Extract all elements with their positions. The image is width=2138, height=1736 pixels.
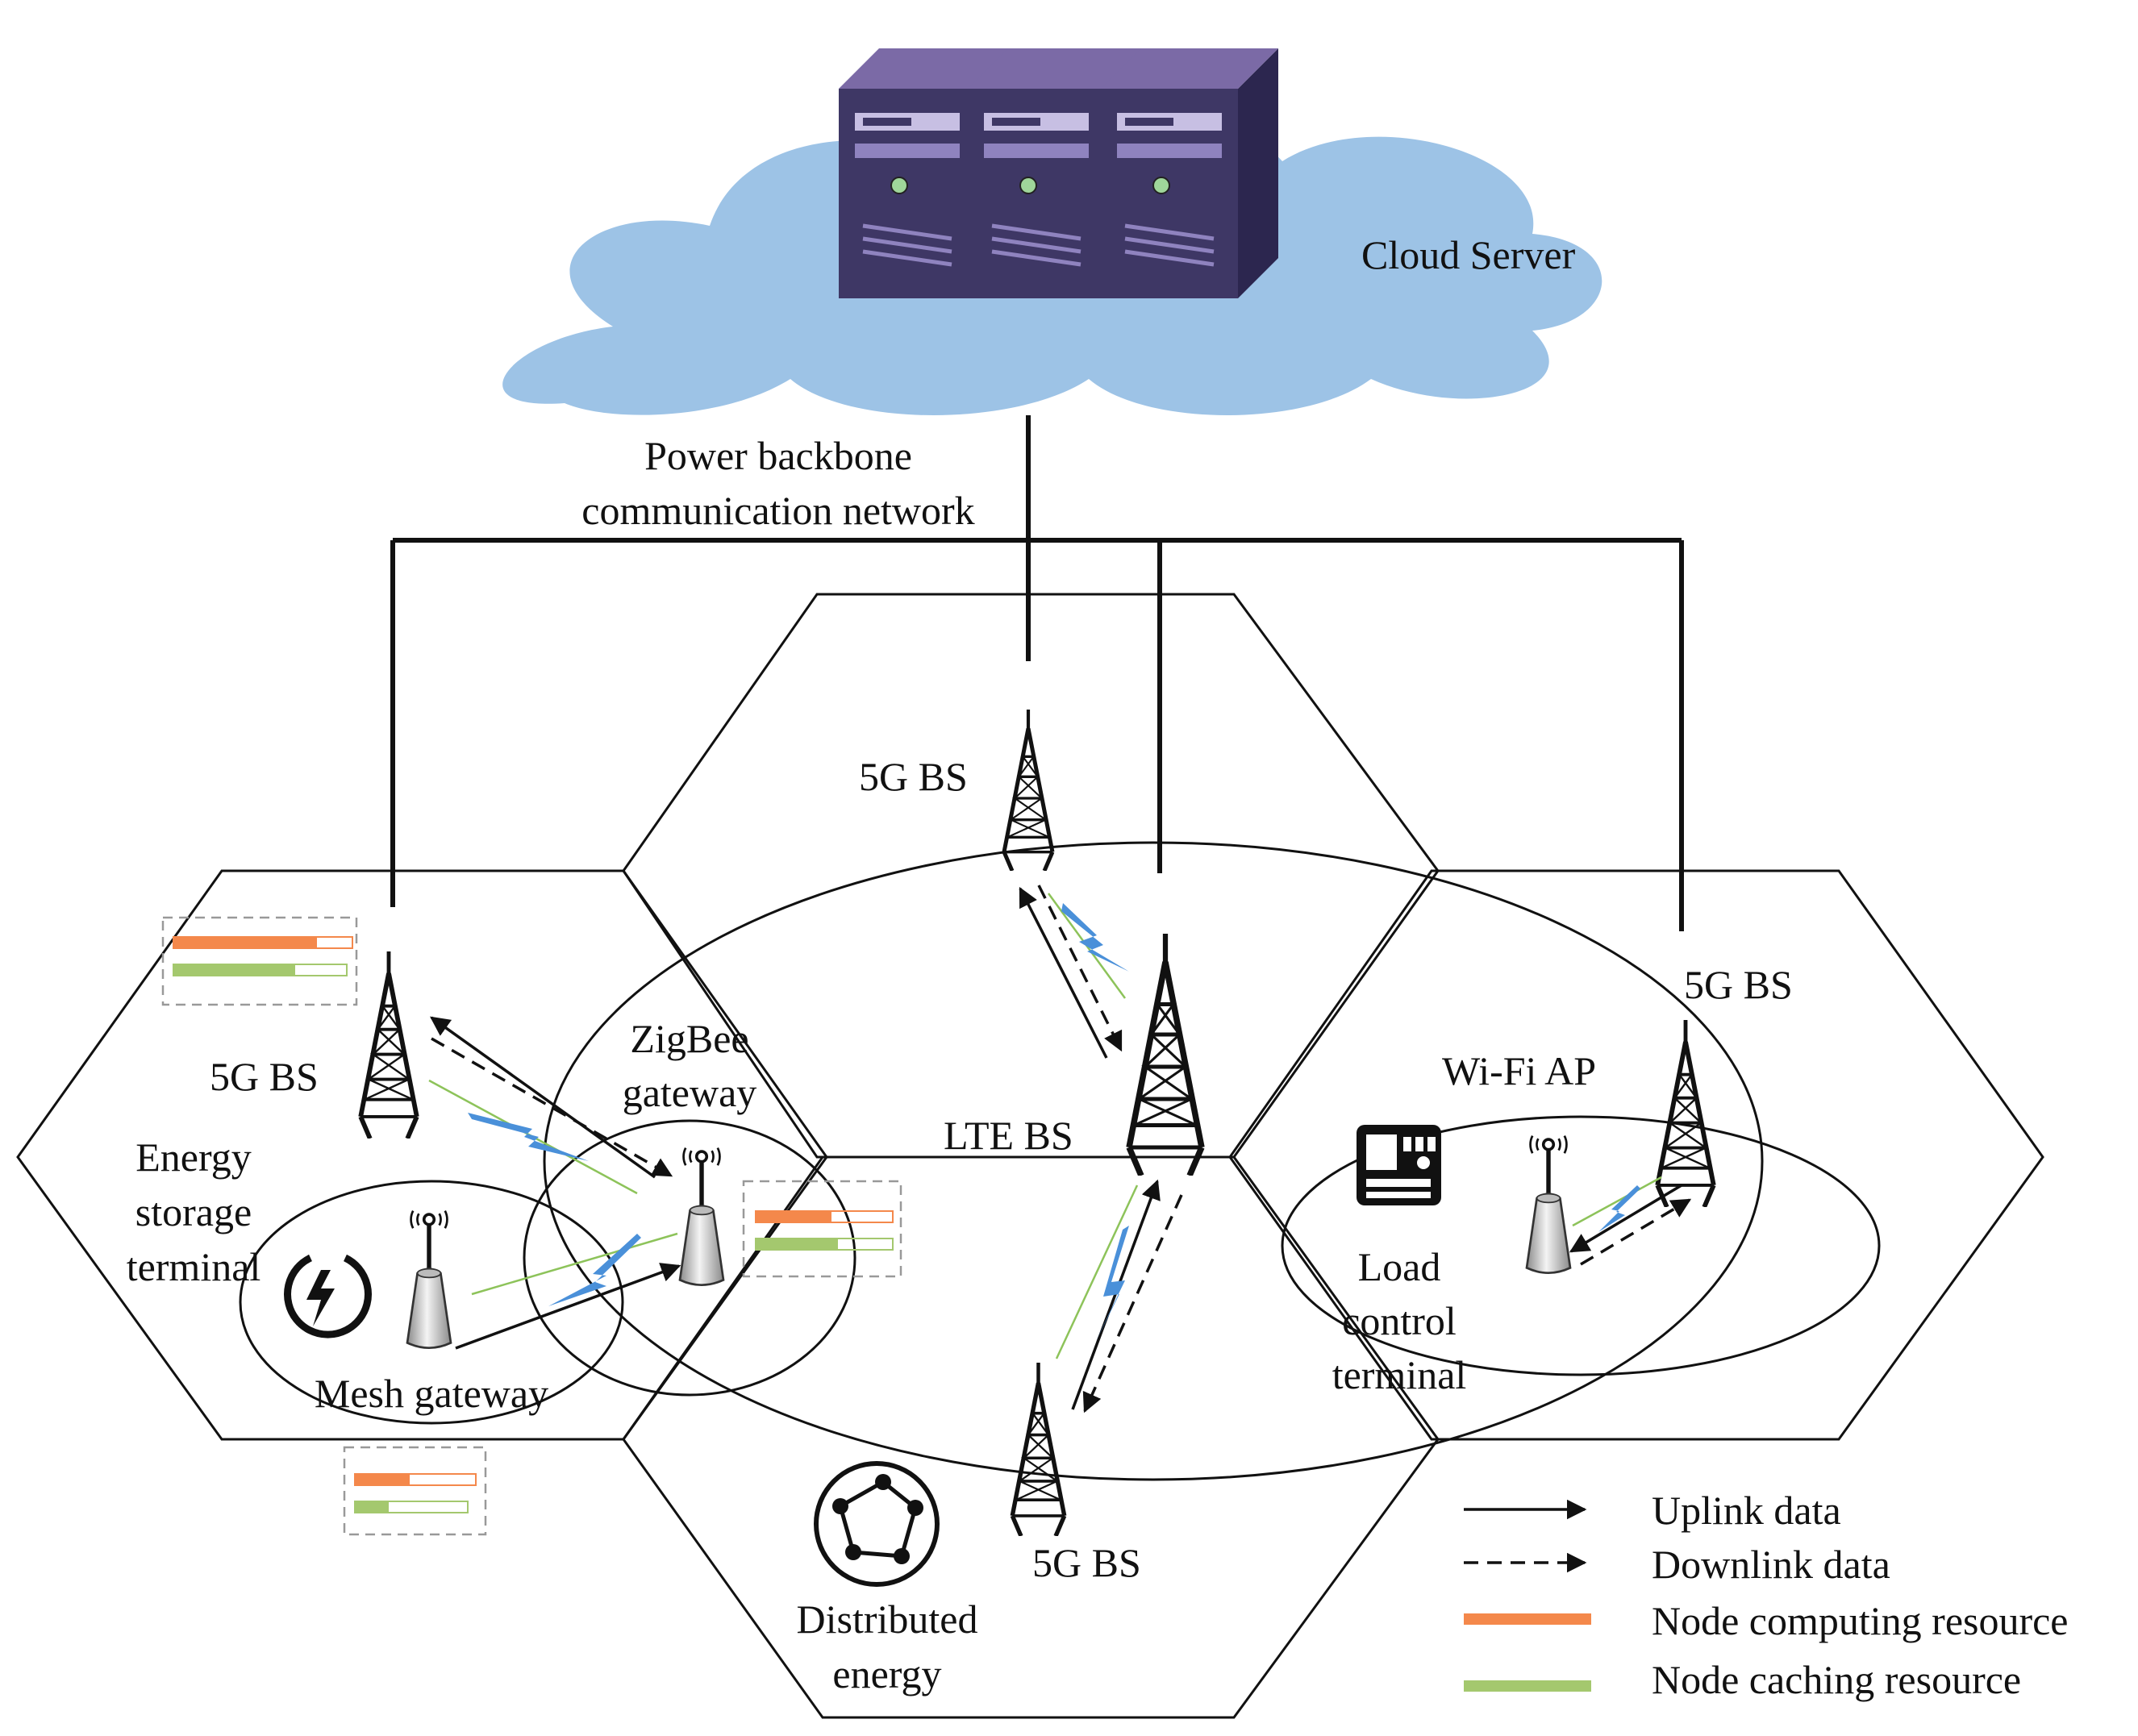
wireless-bolts bbox=[468, 903, 1640, 1343]
lte-bs-label: LTE BS bbox=[944, 1113, 1073, 1158]
resource-box-5g-bs-left bbox=[161, 916, 358, 1006]
energy-storage-label-line3: terminal bbox=[127, 1244, 261, 1289]
backbone-network bbox=[390, 415, 1684, 931]
hex-cell-bottom bbox=[622, 1155, 1440, 1719]
uplink-arrow bbox=[1071, 1179, 1161, 1410]
mesh-coverage-ellipse bbox=[239, 1180, 624, 1425]
resource-box-zigbee-gateway bbox=[742, 1180, 902, 1278]
backbone-label-line2: communication network bbox=[581, 488, 974, 533]
backbone-label-line1: Power backbone bbox=[644, 433, 912, 478]
legend-label: Downlink data bbox=[1652, 1542, 1890, 1587]
load-control-terminal-icon bbox=[1357, 1125, 1441, 1205]
legend: Uplink data Downlink data Node computing… bbox=[1464, 1488, 2069, 1702]
legend-label: Uplink data bbox=[1652, 1488, 1841, 1533]
distributed-energy-label-line2: energy bbox=[832, 1651, 941, 1696]
legend-item-computing: Node computing resource bbox=[1464, 1598, 2069, 1643]
5g-bs-left-tower-icon bbox=[361, 951, 417, 1139]
lte-bs-tower-icon bbox=[1129, 934, 1202, 1176]
data-links bbox=[430, 885, 1692, 1413]
wireless-bolt-icon bbox=[1061, 903, 1129, 972]
5g-bs-top-label: 5G BS bbox=[859, 754, 968, 799]
uplink-arrow bbox=[1019, 886, 1108, 1059]
wifi-coverage-ellipse bbox=[1281, 1115, 1881, 1376]
mesh-gateway-label: Mesh gateway bbox=[315, 1371, 548, 1416]
zigbee-label-line2: gateway bbox=[623, 1070, 757, 1115]
5g-bs-right-label: 5G BS bbox=[1684, 962, 1793, 1007]
zigbee-label-line1: ZigBee bbox=[630, 1016, 748, 1061]
distributed-energy-icon bbox=[814, 1461, 940, 1587]
load-control-label-line3: terminal bbox=[1332, 1352, 1467, 1397]
coverage-areas bbox=[239, 841, 1881, 1481]
wireless-bolt-icon bbox=[548, 1234, 641, 1306]
uplink-arrow bbox=[1569, 1184, 1682, 1253]
wireless-bolt-icon bbox=[1598, 1185, 1640, 1232]
cloud-server-label: Cloud Server bbox=[1361, 232, 1576, 277]
cloud-server-icon bbox=[839, 48, 1278, 298]
legend-item-caching: Node caching resource bbox=[1464, 1657, 2021, 1702]
legend-label: Node caching resource bbox=[1652, 1657, 2021, 1702]
legend-item-uplink: Uplink data bbox=[1464, 1488, 1841, 1533]
legend-item-downlink: Downlink data bbox=[1464, 1542, 1890, 1587]
wireless-bolt-icon bbox=[468, 1113, 589, 1161]
downlink-arrow bbox=[1082, 1194, 1183, 1413]
downlink-arrow bbox=[1037, 885, 1123, 1052]
energy-storage-icon bbox=[284, 1254, 372, 1338]
energy-storage-label-line2: storage bbox=[135, 1189, 252, 1234]
energy-storage-label-line1: Energy bbox=[135, 1134, 251, 1180]
5g-bs-bottom-tower-icon bbox=[1012, 1363, 1065, 1536]
distributed-energy-label-line1: Distributed bbox=[797, 1597, 978, 1642]
legend-label: Node computing resource bbox=[1652, 1598, 2069, 1643]
lte-coverage-ellipse bbox=[543, 841, 1764, 1481]
5g-bs-bottom-label: 5G BS bbox=[1032, 1540, 1141, 1585]
zigbee-gateway-icon bbox=[680, 1148, 723, 1285]
load-control-label-line1: Load bbox=[1358, 1244, 1441, 1289]
wifi-ap-icon bbox=[1527, 1136, 1570, 1273]
5g-bs-left-label: 5G BS bbox=[210, 1054, 319, 1099]
resource-box-mesh-gateway bbox=[343, 1446, 487, 1536]
downlink-arrow bbox=[1580, 1198, 1692, 1266]
load-control-label-line2: control bbox=[1342, 1298, 1457, 1343]
hex-cells bbox=[16, 593, 2044, 1719]
5g-bs-right-tower-icon bbox=[1657, 1020, 1714, 1207]
uplink-arrow bbox=[455, 1263, 681, 1350]
mesh-gateway-icon bbox=[407, 1211, 451, 1348]
wireless-bolt-icon bbox=[1095, 1226, 1129, 1343]
wifi-ap-label: Wi-Fi AP bbox=[1442, 1048, 1596, 1093]
uplink-arrow bbox=[430, 1016, 656, 1179]
zigbee-coverage-ellipse bbox=[523, 1119, 856, 1397]
